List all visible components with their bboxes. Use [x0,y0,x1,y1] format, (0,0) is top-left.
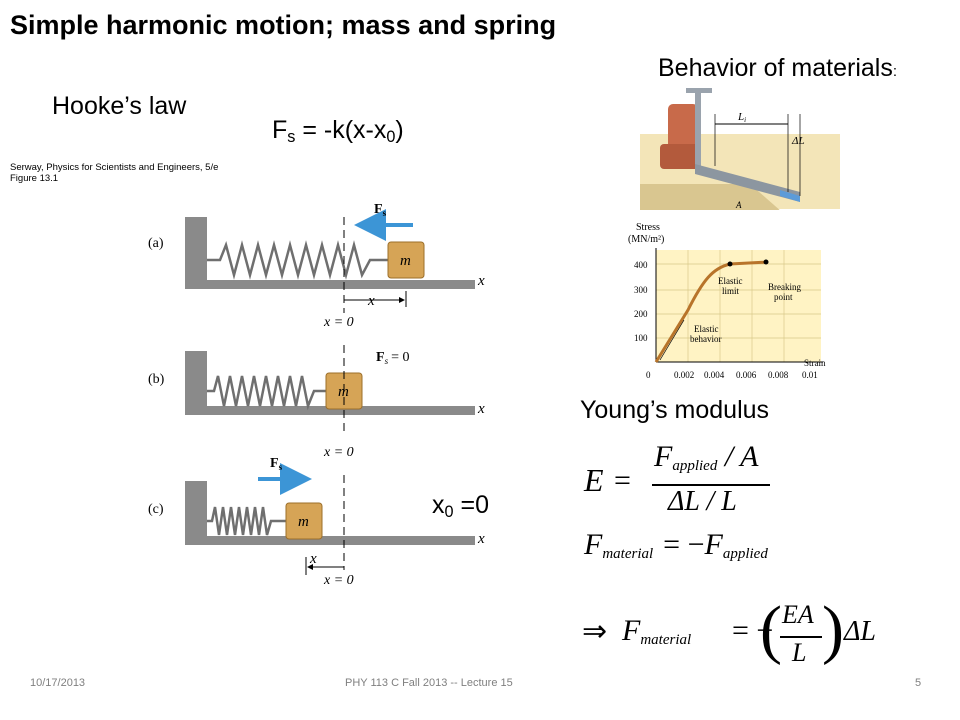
axis-a-label: x [477,273,485,289]
fraction-numerator: Fapplied / A [654,440,759,474]
ytick-200: 200 [634,309,648,319]
hooke-formula: Fs = -k(x-x0) [272,116,404,147]
graph-background [656,250,821,362]
young-heading: Young’s modulus [580,396,770,424]
graph-grid [656,250,821,362]
xtick-0002: 0.002 [674,370,694,380]
fraction-bar [652,484,770,486]
Li-label: Li [737,111,746,124]
annot-behavior-1: Elastic [694,324,719,334]
annot-breaking: Breaking [768,282,801,292]
ytick-400: 400 [634,260,648,270]
floor-a [185,280,475,289]
spring-c [207,506,286,536]
clamp-jaw [660,144,700,169]
table-front [640,184,780,210]
graph-ylabel-1: Stress [636,222,660,233]
footer-date: 10/17/2013 [30,677,86,689]
fraction-denominator: ΔL / L [668,486,737,517]
clamp-handle [686,88,712,93]
clamp-screw [695,89,701,169]
force-label-a: Fs [374,202,387,218]
spring-b [207,375,326,411]
xtick-0008: 0.008 [768,370,789,380]
figure-citation: Serway, Physics for Scientists and Engin… [10,162,219,184]
axis-c-label: x [477,531,485,547]
young-modulus-equation: E = Fapplied / A ΔL / L [584,440,784,520]
disp-label-a: x [367,293,375,309]
force-zero-b: Fs= 0 [376,350,409,366]
annot-behavior-2: behavior [690,334,722,344]
graph-ylabel-2: (MN/m²) [628,234,664,245]
x-zero-b: x = 0 [323,445,354,460]
rod [695,164,800,202]
x-zero-a: x = 0 [323,315,354,330]
x-zero-c: x = 0 [323,573,354,588]
panel-b-label: (b) [148,372,165,387]
annot-limit: limit [722,286,740,296]
footer-page-number: 5 [915,677,922,689]
stress-strain-graph: Stress (MN/m²) Strain 400 300 200 100 0 … [628,222,826,380]
ytick-300: 300 [634,285,648,295]
slide-title: Simple harmonic motion; mass and spring [10,10,557,40]
mass-a-label: m [400,253,411,269]
xtick-0004: 0.004 [704,370,725,380]
wall-a [185,217,207,285]
rod-end [780,190,800,202]
elastic-limit-point [727,261,733,267]
force-material-equation: Fmaterial= −Fapplied [584,528,768,562]
elastic-behavior-bracket [659,319,685,361]
disp-label-c: x [309,551,317,567]
floor-c [185,536,475,545]
ytick-100: 100 [634,333,648,343]
dL-label: ΔL [791,135,805,147]
wall-b [185,351,207,415]
mass-c-label: m [298,514,309,530]
xtick-0: 0 [646,370,651,380]
mass-c [285,502,323,540]
materials-heading: Behavior of materials: [658,54,897,82]
annot-point: point [774,292,793,302]
annot-elastic: Elastic [718,276,743,286]
hooke-heading: Hooke’s law [52,92,187,120]
axis-b-label: x [477,401,485,417]
footer-course: PHY 113 C Fall 2013 -- Lecture 15 [345,677,513,689]
spring-mass-figure: (a) m x Fs x x = 0 (b) m x Fs= 0 x = 0 (… [148,202,485,588]
xtick-0006: 0.006 [736,370,757,380]
mass-a [387,241,425,279]
A-label: A [735,200,742,210]
graph-xlabel: Strain [804,358,826,368]
force-label-c: Fs [270,456,283,472]
spring-a [207,240,388,280]
clamp-bar-illustration: Li ΔL A [640,88,840,210]
force-material-result: ⇒ Fmaterial = − ( EA L ) ΔL [582,593,877,667]
x0-equation: x0 =0 [432,491,489,522]
wall-c [185,481,207,545]
xtick-001: 0.01 [802,370,818,380]
panel-c-label: (c) [148,502,164,517]
breaking-point [763,259,769,265]
panel-a-label: (a) [148,236,164,251]
ea-fraction-bar [780,636,822,638]
floor-b [185,406,475,415]
